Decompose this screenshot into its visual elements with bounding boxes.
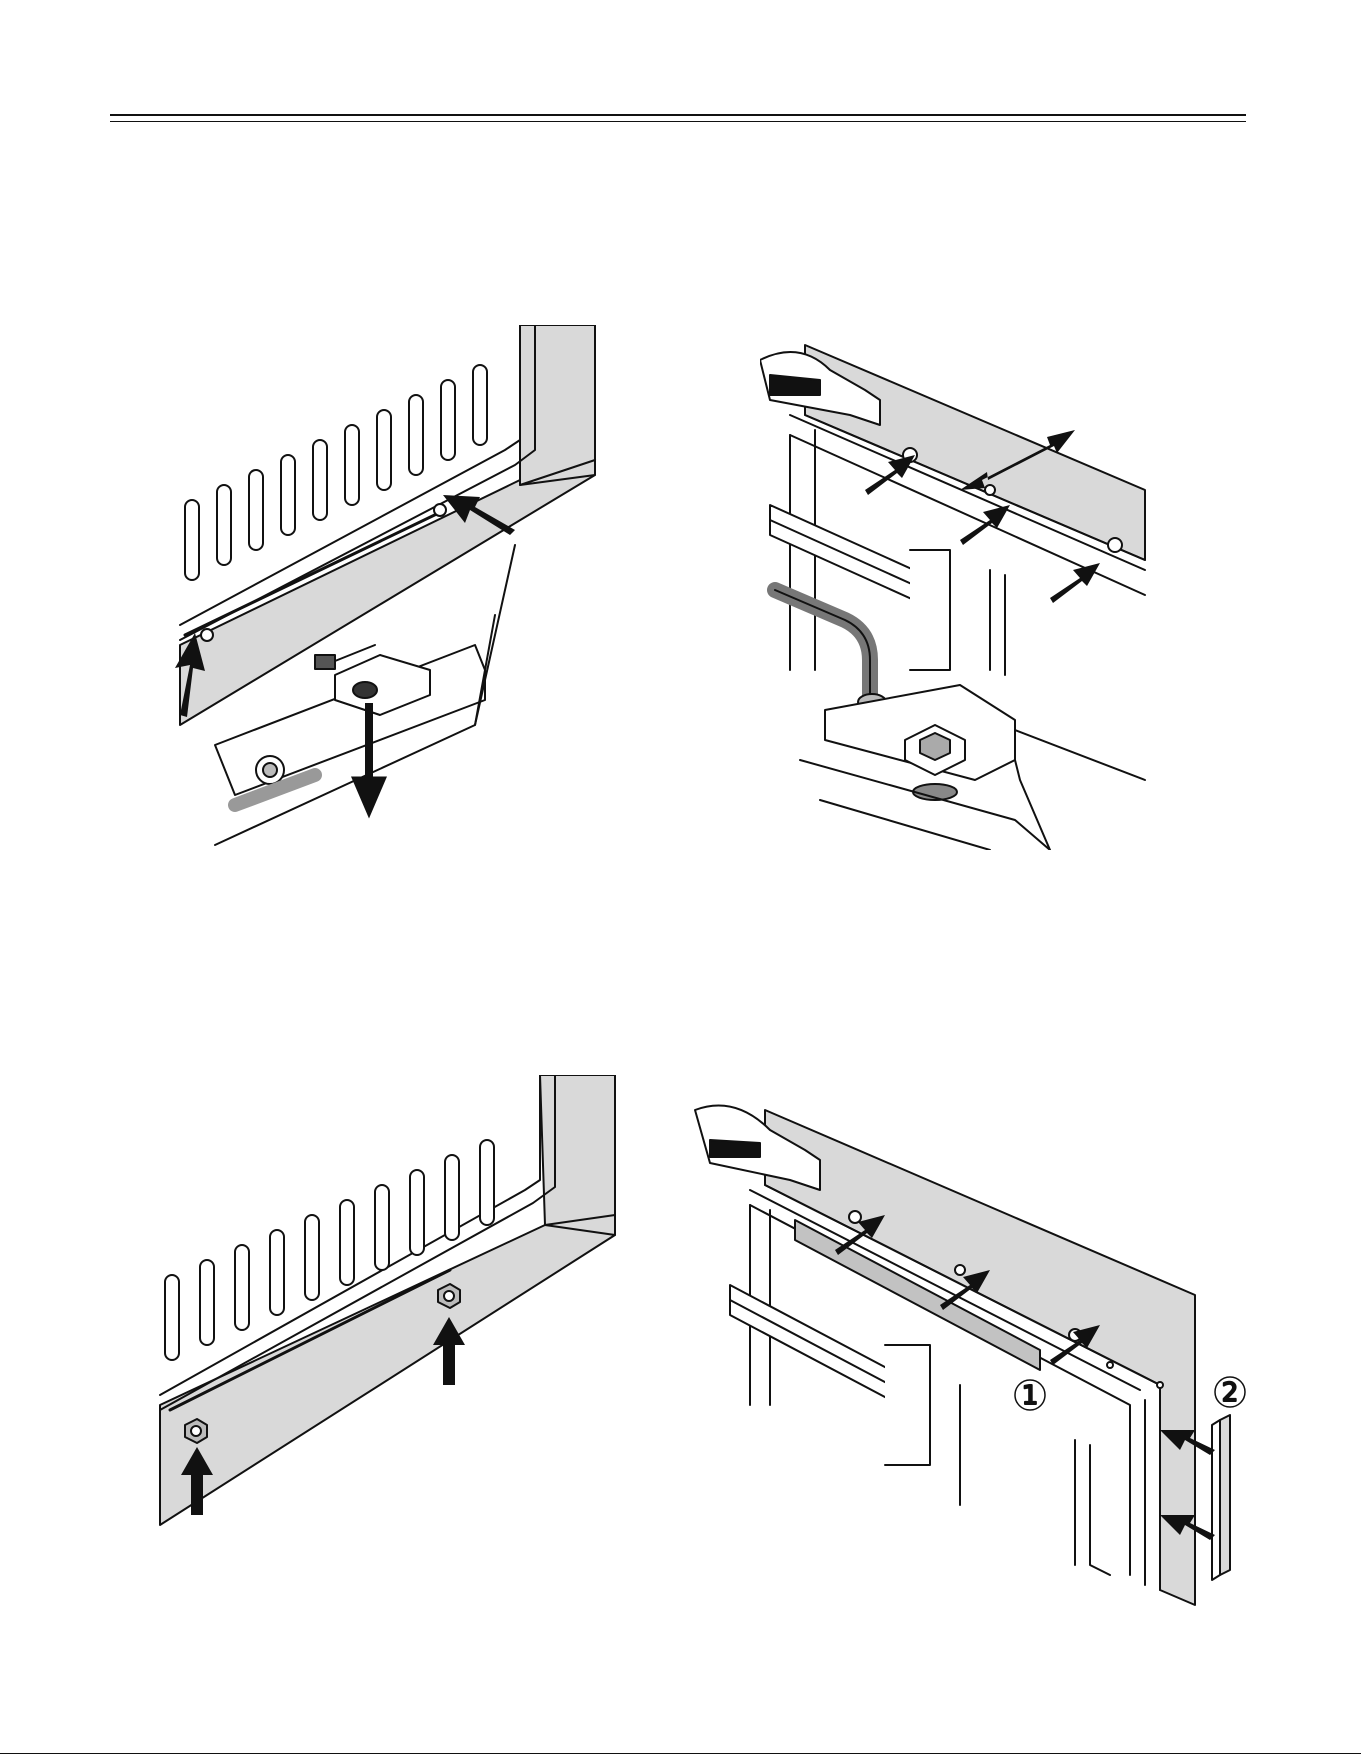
footer-rule [0, 1753, 1361, 1754]
header-rule-thick [110, 114, 1246, 116]
figure-3-door-bracket-nuts [155, 1075, 625, 1535]
figure-4-trim-installation: 1 2 [690, 1095, 1260, 1615]
figure-2-hinge-adjustment [760, 340, 1160, 850]
figure-1-door-bracket-removal [175, 325, 615, 855]
header-rule-thin [110, 121, 1246, 122]
callout-2: 2 [1222, 1378, 1239, 1408]
callout-1: 1 [1022, 1381, 1039, 1411]
